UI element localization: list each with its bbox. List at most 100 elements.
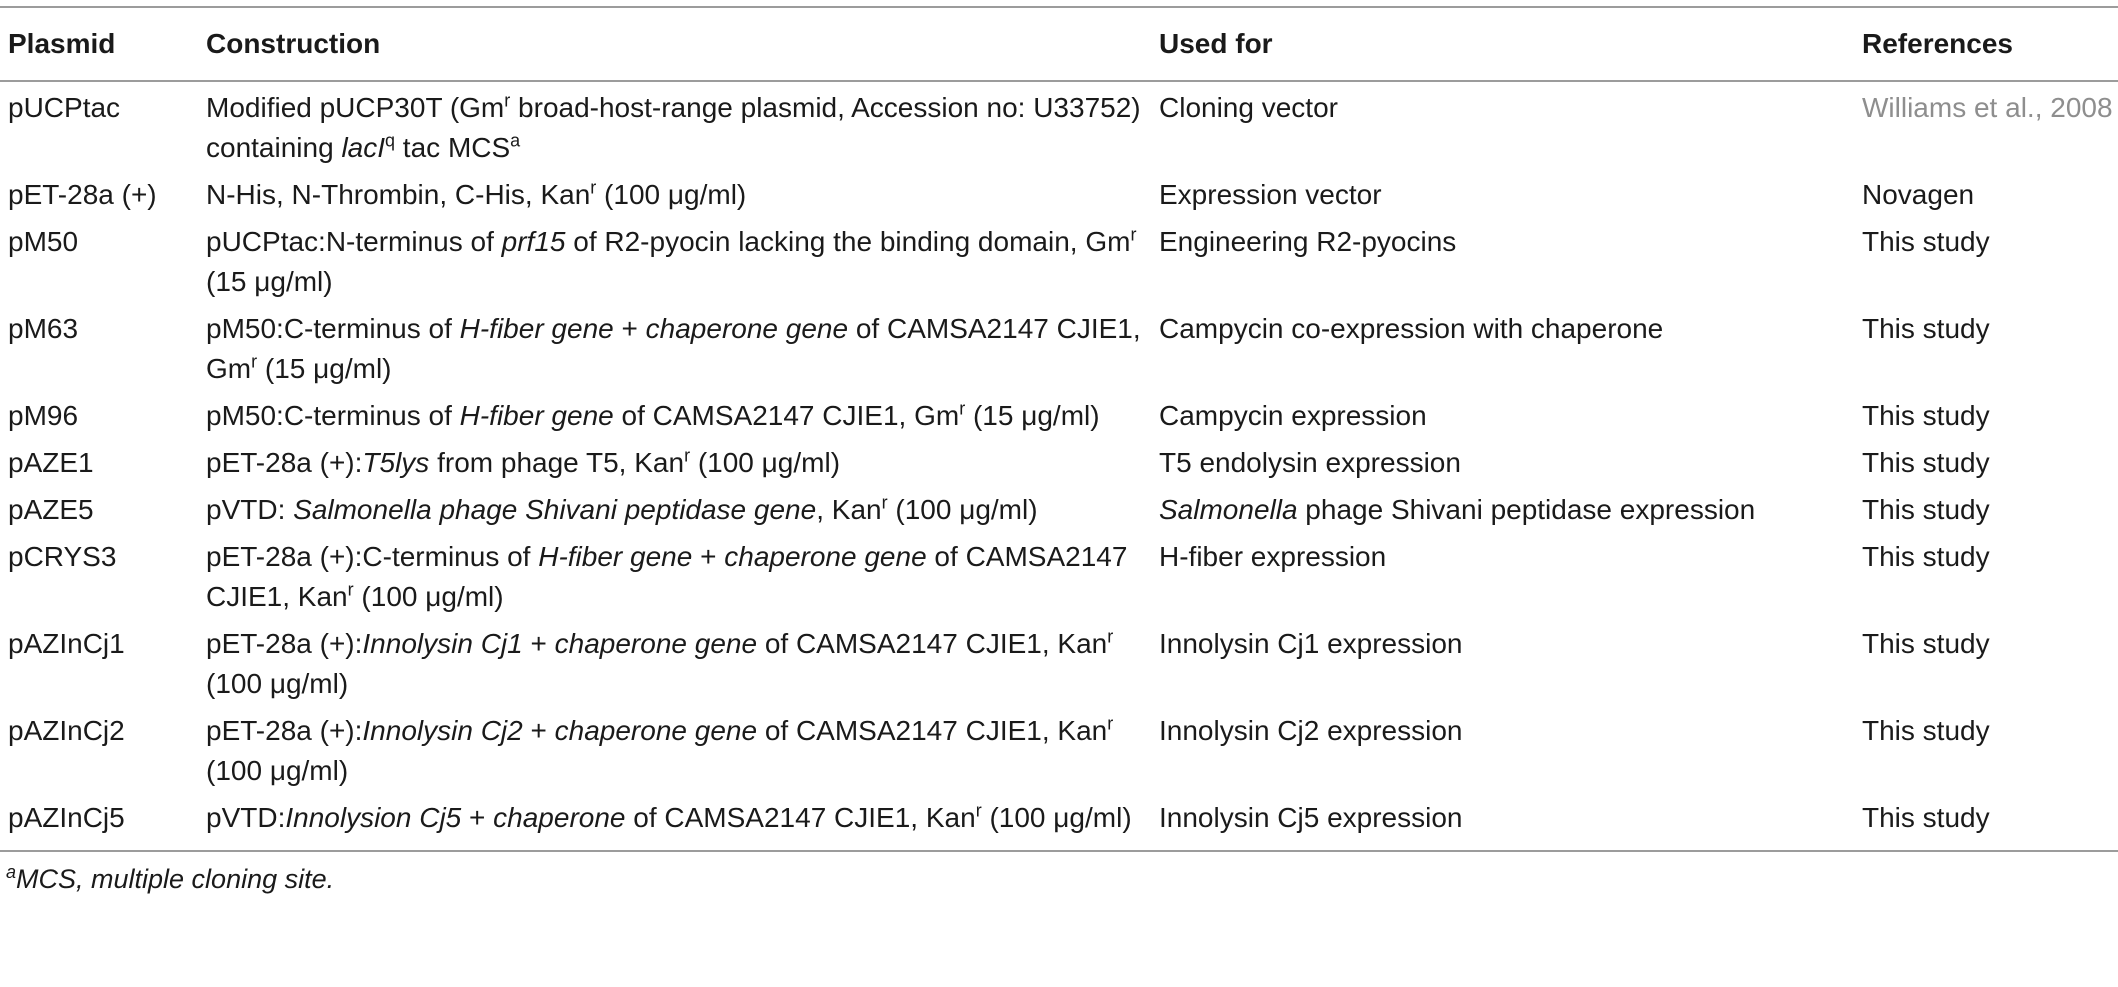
italic-text: chaperone gene bbox=[554, 628, 758, 659]
plasmid-table-container: Plasmid Construction Used for References… bbox=[0, 7, 2118, 895]
text-segment: Engineering R2-pyocins bbox=[1159, 226, 1457, 257]
cell-used-for: Engineering R2-pyocins bbox=[1151, 216, 1854, 303]
text-segment: Expression vector bbox=[1159, 179, 1382, 210]
cell-used-for: Campycin expression bbox=[1151, 390, 1854, 437]
cell-reference: This study bbox=[1862, 628, 1990, 659]
superscript: r bbox=[881, 492, 888, 513]
text-segment: tac MCS bbox=[395, 132, 511, 163]
cell-reference: This study bbox=[1862, 494, 1990, 525]
text-segment: + bbox=[692, 541, 725, 572]
cell-construction: Modified pUCP30T (Gmr broad-host-range p… bbox=[198, 81, 1151, 169]
cell-used-for: T5 endolysin expression bbox=[1151, 437, 1854, 484]
cell-used-for: Salmonella phage Shivani peptidase expre… bbox=[1151, 484, 1854, 531]
cell-reference: This study bbox=[1862, 313, 1990, 344]
text-segment: , Kan bbox=[816, 494, 882, 525]
cell-used-for: Innolysin Cj2 expression bbox=[1151, 705, 1854, 792]
text-segment: pET-28a (+): bbox=[206, 628, 363, 659]
cell-reference: This study bbox=[1862, 447, 1990, 478]
cell-used-for: Cloning vector bbox=[1151, 81, 1854, 169]
cell-construction: pET-28a (+):T5lys from phage T5, Kanr (1… bbox=[198, 437, 1151, 484]
italic-text: H-fiber gene bbox=[459, 313, 614, 344]
cell-reference: This study bbox=[1862, 802, 1990, 833]
cell-reference: This study bbox=[1862, 400, 1990, 431]
italic-text: chaperone bbox=[493, 802, 626, 833]
text-segment: Campycin co-expression with chaperone bbox=[1159, 313, 1664, 344]
table-row: pM96 pM50:C-terminus of H-fiber gene of C… bbox=[0, 390, 2118, 437]
text-segment: Innolysin Cj1 expression bbox=[1159, 628, 1463, 659]
superscript: q bbox=[385, 130, 396, 151]
cell-reference: This study bbox=[1862, 715, 1990, 746]
text-segment: pET-28a (+):C-terminus of bbox=[206, 541, 539, 572]
italic-text: Salmonella phage Shivani peptidase gene bbox=[293, 494, 817, 525]
cell-construction: pM50:C-terminus of H-fiber gene + chaper… bbox=[198, 303, 1151, 390]
cell-construction: pET-28a (+):Innolysin Cj1 + chaperone ge… bbox=[198, 618, 1151, 705]
text-segment: + bbox=[461, 802, 494, 833]
text-segment: Innolysin Cj5 expression bbox=[1159, 802, 1463, 833]
cell-plasmid: pM63 bbox=[8, 313, 79, 344]
superscript: a bbox=[510, 130, 521, 151]
superscript: r bbox=[590, 177, 597, 198]
text-segment: + bbox=[522, 628, 555, 659]
text-segment: of CAMSA2147 CJIE1, Kan bbox=[757, 715, 1108, 746]
text-segment: N-His, N-Thrombin, C-His, Kan bbox=[206, 179, 591, 210]
italic-text: Innolysion Cj5 bbox=[285, 802, 462, 833]
cell-construction: pVTD:Innolysion Cj5 + chaperone of CAMSA… bbox=[198, 792, 1151, 851]
text-segment: (100 μg/ml) bbox=[353, 581, 504, 612]
text-segment: phage Shivani peptidase expression bbox=[1297, 494, 1756, 525]
italic-text: lacI bbox=[341, 132, 386, 163]
text-segment: (15 μg/ml) bbox=[257, 353, 392, 384]
text-segment: + bbox=[613, 313, 646, 344]
cell-construction: pET-28a (+):Innolysin Cj2 + chaperone ge… bbox=[198, 705, 1151, 792]
table-row: pAZInCj1 pET-28a (+):Innolysin Cj1 + chap… bbox=[0, 618, 2118, 705]
cell-reference-citation: Williams et al., 2008 bbox=[1862, 92, 2113, 123]
text-segment: H-fiber expression bbox=[1159, 541, 1387, 572]
text-segment: (100 μg/ml) bbox=[981, 802, 1132, 833]
cell-plasmid: pAZInCj1 bbox=[8, 628, 125, 659]
text-segment: (15 μg/ml) bbox=[965, 400, 1100, 431]
italic-text: prf15 bbox=[501, 226, 566, 257]
text-segment: of CAMSA2147 CJIE1, Kan bbox=[206, 541, 1128, 612]
table-header: Plasmid Construction Used for References bbox=[0, 7, 2118, 81]
superscript: r bbox=[347, 579, 354, 600]
table-footnote: aMCS, multiple cloning site. bbox=[0, 852, 2118, 895]
footnote-marker: a bbox=[6, 862, 17, 882]
text-segment: pM50:C-terminus of bbox=[206, 400, 460, 431]
cell-used-for: Innolysin Cj5 expression bbox=[1151, 792, 1854, 851]
text-segment: pET-28a (+): bbox=[206, 715, 363, 746]
italic-text: H-fiber gene bbox=[459, 400, 614, 431]
table-row: pET-28a (+) N-His, N-Thrombin, C-His, Kan… bbox=[0, 169, 2118, 216]
text-segment: pET-28a (+): bbox=[206, 447, 363, 478]
cell-construction: pUCPtac:N-terminus of prf15 of R2-pyocin… bbox=[198, 216, 1151, 303]
italic-text: chaperone gene bbox=[554, 715, 758, 746]
text-segment: of CAMSA2147 CJIE1, Kan bbox=[757, 628, 1108, 659]
text-segment: of CAMSA2147 CJIE1, Gm bbox=[613, 400, 960, 431]
cell-plasmid: pET-28a (+) bbox=[8, 179, 157, 210]
text-segment: pUCPtac:N-terminus of bbox=[206, 226, 502, 257]
italic-text: T5lys bbox=[362, 447, 430, 478]
cell-used-for: Campycin co-expression with chaperone bbox=[1151, 303, 1854, 390]
header-construction: Construction bbox=[206, 28, 381, 59]
text-segment: (15 μg/ml) bbox=[206, 266, 333, 297]
text-segment: pM50:C-terminus of bbox=[206, 313, 460, 344]
italic-text: Salmonella bbox=[1159, 494, 1298, 525]
text-segment: of CAMSA2147 CJIE1, Kan bbox=[625, 802, 976, 833]
cell-construction: N-His, N-Thrombin, C-His, Kanr (100 μg/m… bbox=[198, 169, 1151, 216]
header-plasmid: Plasmid bbox=[8, 28, 116, 59]
superscript: r bbox=[684, 445, 691, 466]
table-row: pM63 pM50:C-terminus of H-fiber gene + ch… bbox=[0, 303, 2118, 390]
italic-text: chaperone gene bbox=[724, 541, 927, 572]
text-segment: + bbox=[522, 715, 555, 746]
text-segment: pVTD: bbox=[206, 802, 286, 833]
footnote-text: MCS, multiple cloning site. bbox=[16, 864, 335, 894]
cell-used-for: Innolysin Cj1 expression bbox=[1151, 618, 1854, 705]
text-segment: Cloning vector bbox=[1159, 92, 1338, 123]
italic-text: chaperone gene bbox=[645, 313, 849, 344]
cell-plasmid: pAZE1 bbox=[8, 447, 94, 478]
text-segment: Modified pUCP30T (Gm bbox=[206, 92, 505, 123]
superscript: r bbox=[1107, 626, 1114, 647]
cell-plasmid: pM96 bbox=[8, 400, 79, 431]
